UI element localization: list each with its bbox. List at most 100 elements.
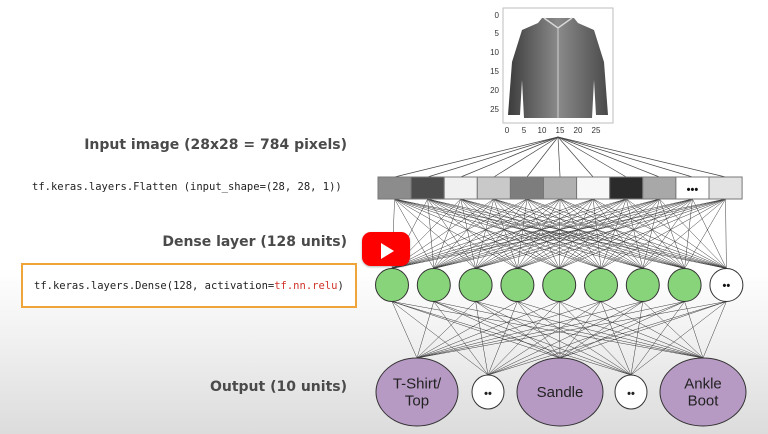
- input-dense-edge: [600, 198, 726, 269]
- input-dense-edge: [517, 198, 693, 269]
- dense-output-edge: [391, 301, 561, 359]
- dense-output-edge: [517, 301, 561, 359]
- image-edge: [427, 136, 559, 178]
- input-dense-edge: [460, 198, 727, 269]
- dense-output-edge: [433, 301, 704, 359]
- youtube-play-icon: [381, 243, 394, 259]
- dense-node: [375, 268, 409, 302]
- dense-output-edge: [559, 301, 704, 359]
- input-dense-edge: [391, 198, 627, 269]
- image-edge: [557, 136, 561, 178]
- input-dense-edge: [559, 198, 660, 269]
- dense-node: [458, 268, 493, 302]
- dense-output-edge: [559, 301, 685, 359]
- input-dense-edge: [475, 198, 693, 269]
- input-dense-edge: [391, 198, 594, 269]
- dense-node: [667, 268, 702, 302]
- output-node-label: Boot: [688, 393, 720, 410]
- input-dense-edge: [475, 198, 660, 269]
- output-ellipsis-node: [614, 374, 648, 410]
- input-pixel-cell: [377, 176, 412, 200]
- dense-output-edge: [642, 301, 704, 359]
- dense-output-edge: [475, 301, 561, 359]
- input-dense-edge: [475, 198, 726, 269]
- x-tick-label: 5: [522, 126, 527, 135]
- image-edge: [526, 136, 559, 178]
- dense-output-edge: [433, 301, 489, 376]
- image-to-input-edges: [394, 136, 726, 178]
- input-dense-edge: [659, 198, 727, 269]
- output-ellipsis: ••: [627, 388, 635, 400]
- input-dense-edge: [642, 198, 726, 269]
- dense-to-output-edges: [391, 301, 727, 376]
- input-ellipsis: •••: [687, 184, 699, 196]
- output-ellipsis-node: [471, 374, 505, 410]
- dense-output-edge: [487, 301, 602, 376]
- dense-output-edge: [559, 301, 602, 359]
- input-pixel-cell: [609, 176, 644, 200]
- input-dense-edge: [626, 198, 644, 269]
- input-pixel-cell: [509, 176, 544, 200]
- input-dense-edge: [394, 198, 518, 269]
- dense-output-edge: [433, 301, 632, 376]
- input-dense-edge: [427, 198, 476, 269]
- x-tick-label: 10: [538, 126, 547, 135]
- y-tick-label: 5: [495, 29, 500, 38]
- image-edge: [394, 136, 559, 178]
- dense-output-edge: [630, 301, 644, 376]
- image-edge: [557, 136, 726, 178]
- input-dense-edge: [394, 198, 602, 269]
- input-dense-edge: [517, 198, 627, 269]
- image-edge: [557, 136, 594, 178]
- dense-output-edge: [558, 301, 561, 359]
- input-dense-edge: [475, 198, 627, 269]
- dense-output-edge: [416, 301, 518, 359]
- output-node: [375, 357, 459, 427]
- y-tick-label: 15: [490, 67, 499, 76]
- dense-output-edge: [487, 301, 518, 376]
- dense-output-edge: [416, 301, 602, 359]
- output-ellipsis: ••: [484, 388, 492, 400]
- dense-code-prefix: tf.keras.layers.Dense(128, activation=: [34, 280, 275, 292]
- output-node: [659, 357, 747, 427]
- dense-output-edge: [416, 301, 727, 359]
- dense-ellipsis-node: [709, 268, 744, 302]
- output-node-label: Sandle: [537, 384, 584, 401]
- input-dense-edge: [475, 198, 495, 269]
- input-dense-edge: [475, 198, 594, 269]
- input-pixel-cell: [443, 176, 478, 200]
- dense-output-edge: [487, 301, 727, 376]
- input-dense-edge: [692, 198, 727, 269]
- input-dense-edge: [493, 198, 518, 269]
- dense-node: [500, 268, 535, 302]
- input-to-dense-edges: [391, 198, 727, 269]
- input-pixel-cell: [708, 176, 743, 200]
- input-pixel-cell: [476, 176, 511, 200]
- dense-code: tf.keras.layers.Dense(128, activation=tf…: [34, 280, 344, 292]
- input-dense-edge: [427, 198, 643, 269]
- input-dense-edge: [433, 198, 660, 269]
- play-button[interactable]: [362, 232, 410, 266]
- dense-output-edge: [517, 301, 704, 359]
- dense-output-edge: [559, 301, 632, 376]
- input-dense-edge: [517, 198, 660, 269]
- y-tick-label: 10: [490, 48, 499, 57]
- dense-output-edge: [487, 301, 685, 376]
- dense-output-edge: [416, 301, 643, 359]
- input-pixel-cell: [576, 176, 611, 200]
- dense-code-box: tf.keras.layers.Dense(128, activation=tf…: [21, 263, 357, 308]
- input-dense-edge: [391, 198, 528, 269]
- x-tick-label: 25: [592, 126, 601, 135]
- input-dense-edge: [559, 198, 726, 269]
- input-dense-edge: [475, 198, 528, 269]
- dense-layer-nodes: ••: [375, 268, 744, 302]
- y-tick-label: 0: [495, 11, 500, 20]
- input-pixel-cell: [642, 176, 677, 200]
- y-tick-label: 20: [490, 86, 499, 95]
- dense-layer-label: Dense layer (128 units): [162, 234, 347, 250]
- input-dense-edge: [684, 198, 726, 269]
- input-dense-edge: [460, 198, 476, 269]
- input-dense-edge: [433, 198, 627, 269]
